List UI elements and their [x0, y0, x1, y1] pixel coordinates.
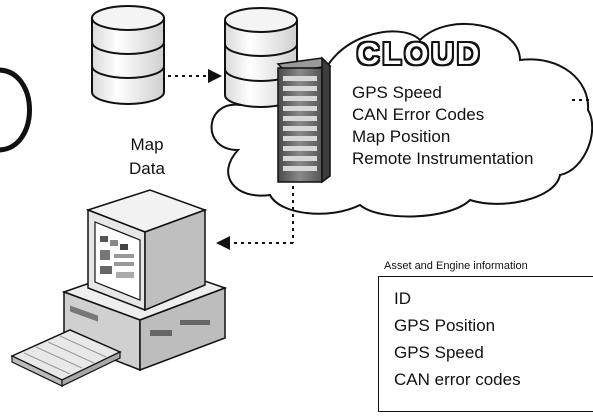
cloud-item-can-error-codes: CAN Error Codes	[352, 105, 485, 124]
arrow-map-to-cloud-db	[168, 69, 222, 83]
cloud-item-map-position: Map Position	[352, 127, 451, 146]
map-data-label-line2: Data	[129, 159, 165, 178]
asset-panel-list: ID GPS Position GPS Speed CAN error code…	[394, 285, 521, 393]
map-data-label: Map Data	[112, 133, 182, 181]
asset-item-gps-position: GPS Position	[394, 316, 496, 335]
asset-panel-box	[378, 276, 593, 412]
map-data-database-icon	[91, 5, 165, 105]
cloud-data-list: GPS Speed CAN Error Codes Map Position R…	[352, 82, 533, 170]
cloud-title: CLOUD	[357, 36, 483, 71]
asset-panel-title: Asset and Engine information	[384, 260, 528, 272]
asset-item-gps-speed: GPS Speed	[394, 343, 484, 362]
asset-item-can-error-codes: CAN error codes	[394, 370, 521, 389]
cloud-item-remote-instrumentation: Remote Instrumentation	[352, 149, 534, 168]
desktop-computer-icon	[10, 189, 228, 387]
arrow-server-to-computer	[216, 186, 294, 250]
partial-circle-icon	[0, 67, 32, 153]
asset-item-id: ID	[394, 289, 411, 308]
screen-content-icon	[100, 236, 134, 278]
map-data-label-line1: Map	[130, 135, 164, 154]
server-rack-icon	[276, 56, 332, 184]
cloud-item-gps-speed: GPS Speed	[352, 83, 442, 102]
